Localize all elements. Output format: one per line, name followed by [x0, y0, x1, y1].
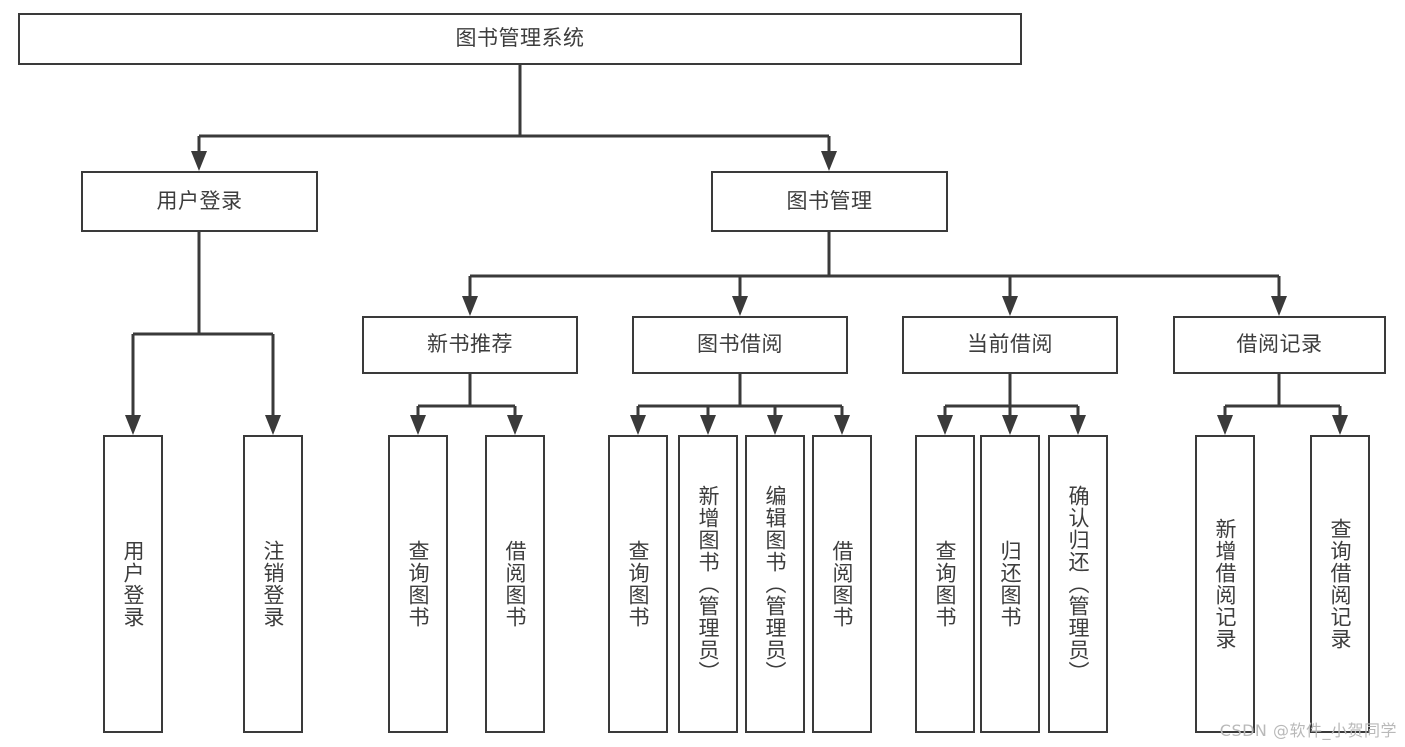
borrow-to-leaves-arrowhead-2	[767, 415, 783, 435]
current-to-leaves-arrowhead-1	[1002, 415, 1018, 435]
node-leaf-bb-add[interactable]: 新增图书（管理员）	[678, 435, 738, 733]
node-new-book-rec[interactable]: 新书推荐	[362, 316, 578, 374]
current-to-leaves-arrowhead-0	[937, 415, 953, 435]
user-login-to-leaves-arrowhead-0	[125, 415, 141, 435]
user-login-to-leaves-arrowhead-1	[265, 415, 281, 435]
node-user-login[interactable]: 用户登录	[81, 171, 318, 232]
node-leaf-cb-return[interactable]: 归还图书	[980, 435, 1040, 733]
node-leaf-bb-borrow[interactable]: 借阅图书	[812, 435, 872, 733]
node-leaf-cb-query[interactable]: 查询图书	[915, 435, 975, 733]
node-label: 图书借阅	[697, 332, 783, 357]
node-leaf-rec-query[interactable]: 查询图书	[388, 435, 448, 733]
node-label: 查询图书	[406, 540, 431, 628]
node-label: 用户登录	[156, 188, 243, 213]
record-to-leaves-arrowhead-0	[1217, 415, 1233, 435]
node-leaf-cb-confirm[interactable]: 确认归还（管理员）	[1048, 435, 1108, 733]
rec-to-leaves-arrowhead-0	[410, 415, 426, 435]
node-leaf-bb-query[interactable]: 查询图书	[608, 435, 668, 733]
node-label: 归还图书	[998, 540, 1023, 628]
node-leaf-user-logout[interactable]: 注销登录	[243, 435, 303, 733]
node-label: 当前借阅	[967, 332, 1053, 357]
node-label: 借阅图书	[830, 540, 855, 628]
node-label: 借阅图书	[503, 540, 528, 628]
node-borrow-record[interactable]: 借阅记录	[1173, 316, 1386, 374]
node-book-manage[interactable]: 图书管理	[711, 171, 948, 232]
node-leaf-user-login[interactable]: 用户登录	[103, 435, 163, 733]
node-label: 新增借阅记录	[1213, 518, 1238, 650]
connector-group	[125, 65, 1348, 435]
node-label: 查询图书	[626, 540, 651, 628]
node-label: 注销登录	[261, 540, 286, 628]
node-label: 新书推荐	[427, 332, 513, 357]
borrow-to-leaves-arrowhead-1	[700, 415, 716, 435]
node-label: 用户登录	[121, 540, 146, 628]
node-label: 图书管理	[786, 188, 873, 213]
root-to-level1-arrowhead-0	[191, 151, 207, 171]
node-leaf-bb-edit[interactable]: 编辑图书（管理员）	[745, 435, 805, 733]
node-label: 查询借阅记录	[1328, 518, 1353, 650]
borrow-to-leaves-arrowhead-3	[834, 415, 850, 435]
current-to-leaves-arrowhead-2	[1070, 415, 1086, 435]
rec-to-leaves-arrowhead-1	[507, 415, 523, 435]
book-manage-to-level2-arrowhead-1	[732, 296, 748, 316]
book-manage-to-level2-arrowhead-3	[1271, 296, 1287, 316]
node-label: 查询图书	[933, 540, 958, 628]
node-leaf-rec-borrow[interactable]: 借阅图书	[485, 435, 545, 733]
borrow-to-leaves-arrowhead-0	[630, 415, 646, 435]
root-to-level1-arrowhead-1	[821, 151, 837, 171]
node-current-borrow[interactable]: 当前借阅	[902, 316, 1118, 374]
node-label: 借阅记录	[1236, 332, 1323, 357]
node-book-borrow[interactable]: 图书借阅	[632, 316, 848, 374]
node-root[interactable]: 图书管理系统	[18, 13, 1022, 65]
record-to-leaves-arrowhead-1	[1332, 415, 1348, 435]
node-leaf-br-add[interactable]: 新增借阅记录	[1195, 435, 1255, 733]
node-label: 新增图书（管理员）	[696, 485, 721, 683]
node-leaf-br-query[interactable]: 查询借阅记录	[1310, 435, 1370, 733]
book-manage-to-level2-arrowhead-0	[462, 296, 478, 316]
book-manage-to-level2-arrowhead-2	[1002, 296, 1018, 316]
node-label: 图书管理系统	[455, 26, 585, 51]
node-label: 确认归还（管理员）	[1066, 485, 1091, 683]
node-label: 编辑图书（管理员）	[763, 485, 788, 683]
